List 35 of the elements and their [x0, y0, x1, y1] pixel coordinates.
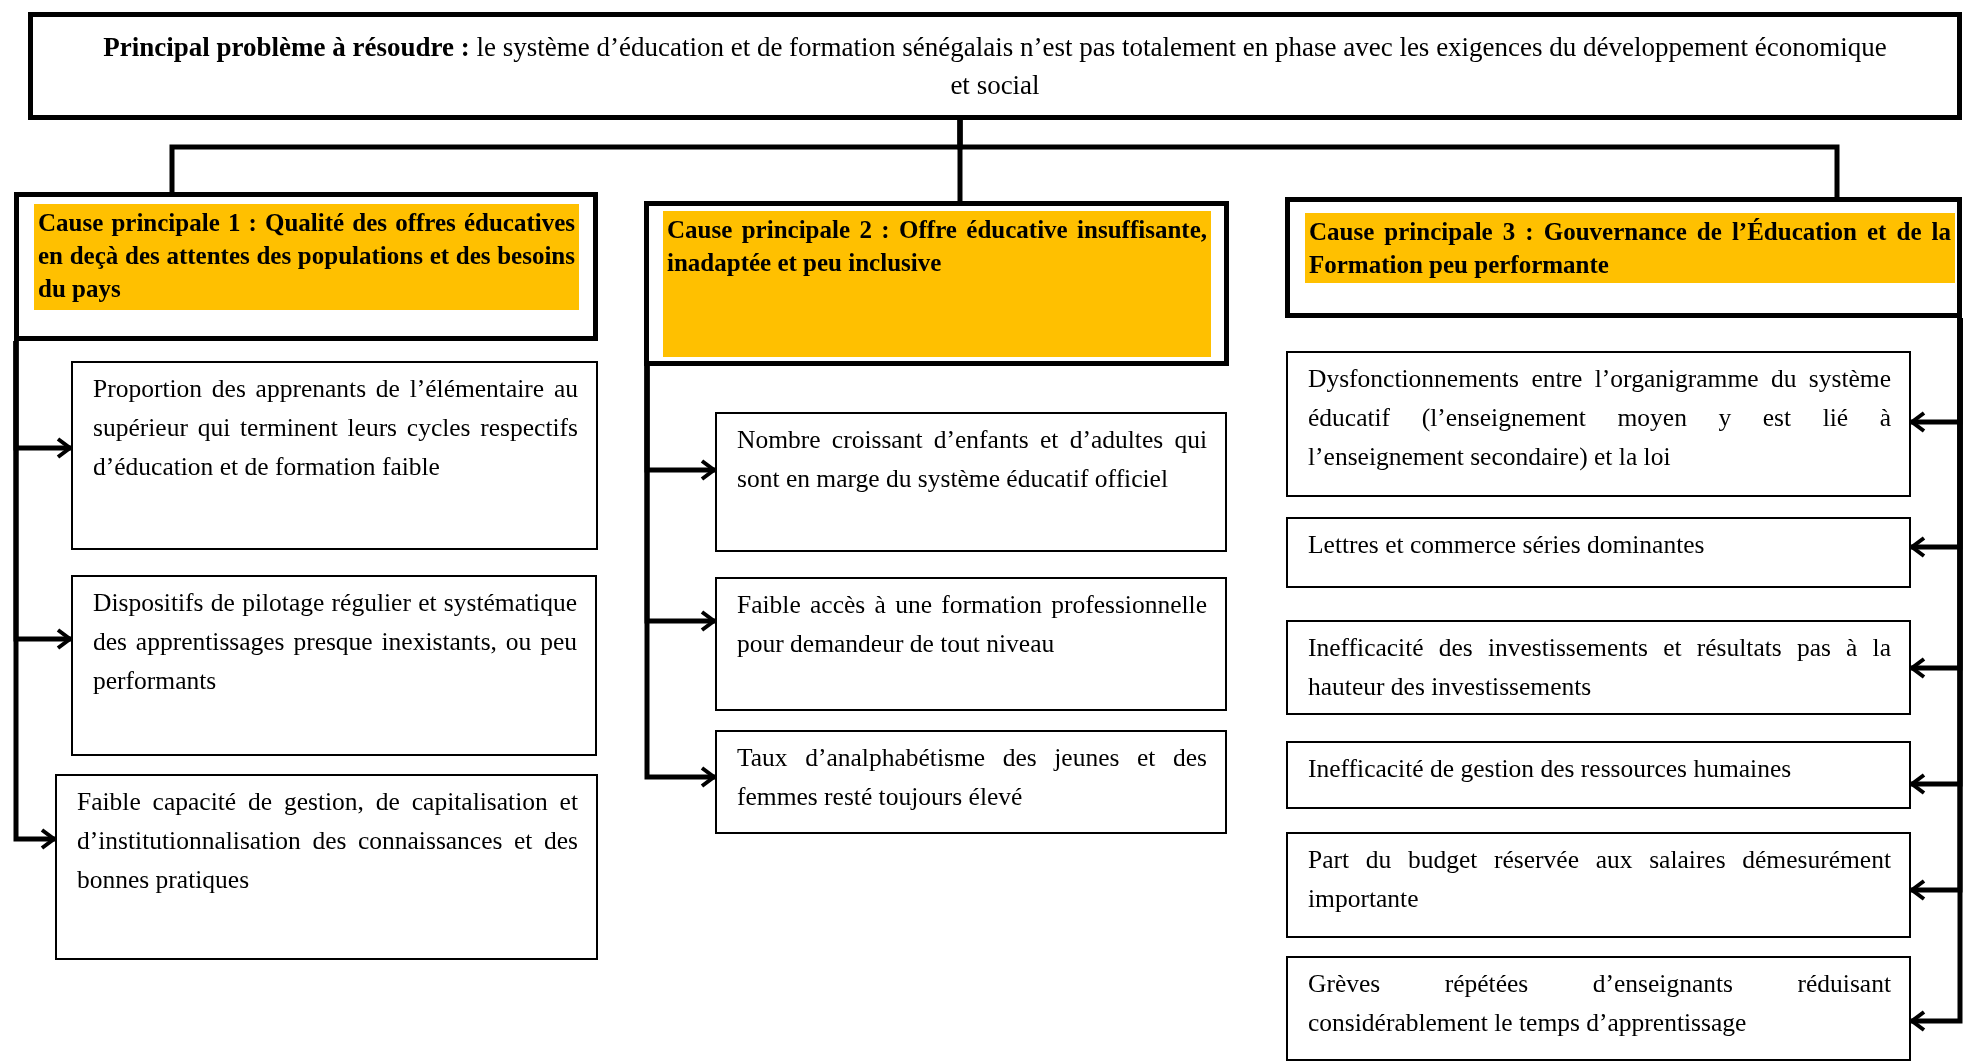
effect-box — [1286, 351, 1911, 497]
arrow — [13, 341, 56, 850]
cause-box — [1285, 197, 1962, 318]
effect-text: Lettres et commerce séries dominantes — [1308, 529, 1706, 561]
cause-box — [644, 201, 1229, 366]
effect-box — [715, 730, 1227, 834]
effect-text: Faible capacité de gestion, de capitalisation et d’institutionnalisation des connaissances et des bonnes pratiques — [77, 786, 578, 896]
connector-line — [957, 120, 1840, 197]
effect-text: Inefficacité des investissements et résultats pas à la hauteur des investissements — [1308, 632, 1891, 703]
effect-box — [71, 575, 597, 756]
effect-text: Inefficacité de gestion des ressources humaines — [1308, 753, 1793, 785]
effect-text: Dispositifs de pilotage régulier et systématique des apprentissages presque inexistants, ou peu performants — [93, 587, 577, 697]
effect-text: Proportion des apprenants de l’élémentaire au supérieur qui terminent leurs cycles respectifs d’éducation et de formation faible — [93, 373, 578, 483]
problem-box — [28, 12, 1962, 120]
effect-text: Nombre croissant d’enfants et d’adultes qui sont en marge du système éducatif officiel — [737, 424, 1207, 495]
effect-text: Dysfonctionnements entre l’organigramme du système éducatif (l’enseignement moyen y est lié à l’enseignement secondaire) et la loi — [1308, 363, 1891, 473]
cause-heading: Cause principale 1 : Qualité des offres éducatives en deçà des attentes des populations et des besoins du pays — [34, 204, 579, 310]
effect-box — [715, 577, 1227, 711]
effect-box — [71, 361, 598, 550]
cause-box — [14, 192, 598, 341]
effect-text: Part du budget réservée aux salaires démesurément importante — [1308, 844, 1891, 915]
effect-box — [1286, 956, 1911, 1061]
effect-box — [1286, 620, 1911, 715]
effect-text: Faible accès à une formation professionnelle pour demandeur de tout niveau — [737, 589, 1207, 660]
effect-box — [1286, 741, 1911, 809]
problem-text: Principal problème à résoudre : le système d’éducation et de formation sénégalais n’est pas totalement en phase avec les exigences du développement économique et social — [102, 31, 1888, 102]
cause-heading: Cause principale 3 : Gouvernance de l’Éducation et de la Formation peu performante — [1305, 213, 1955, 283]
effect-box — [55, 774, 598, 960]
cause-heading: Cause principale 2 : Offre éducative insuffisante, inadaptée et peu inclusive — [663, 211, 1211, 357]
effect-text: Grèves répétées d’enseignants réduisant considérablement le temps d’apprentissage — [1308, 968, 1891, 1039]
effect-box — [1286, 517, 1911, 588]
arrow — [644, 366, 716, 788]
effect-text: Taux d’analphabétisme des jeunes et des femmes resté toujours élevé — [737, 742, 1207, 813]
effect-box — [715, 412, 1227, 552]
effect-box — [1286, 832, 1911, 938]
